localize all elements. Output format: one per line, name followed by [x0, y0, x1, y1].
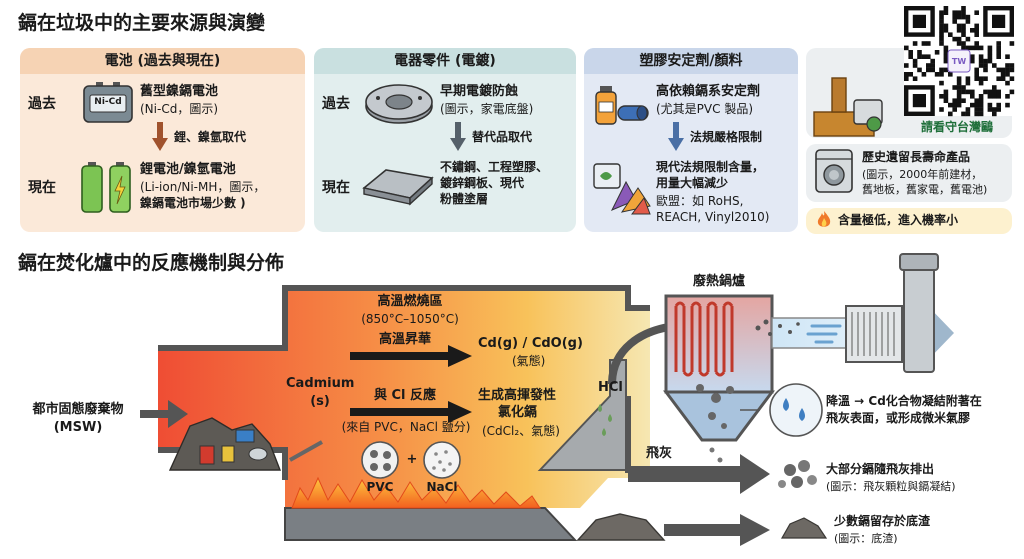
cd-gas-label: Cd(g) / CdO(g): [478, 336, 583, 351]
bottom-title: 鎘在焚化爐中的反應機制與分佈: [18, 252, 285, 274]
legacy-title: 歷史遺留長壽命產品: [862, 150, 971, 164]
legacy-note: 含量極低，進入機率小: [838, 213, 959, 227]
electrical-past-label: 過去: [322, 96, 350, 112]
product-l1: 生成高揮發性: [478, 388, 557, 403]
qr-code-icon: TW: [904, 6, 1015, 117]
cooling-air-icon: [806, 324, 842, 344]
nicd-battery-icon: [83, 82, 133, 123]
bottom-ash-output-icon: [780, 517, 828, 539]
furnace-wall: [158, 285, 650, 351]
legacy-note-box: [806, 208, 1012, 234]
battery-present-title: 鋰電池/鎳氫電池: [140, 162, 236, 177]
plastics-transition: 法規嚴格限制: [690, 130, 763, 144]
electrical-present-l1: 不鏽鋼、工程塑膠、: [440, 160, 549, 174]
hcl-droplets-icon: [598, 404, 612, 436]
chloride-arrow: [350, 401, 472, 423]
fly-ash-particles-icon: [784, 464, 796, 476]
scrubber-unit: [845, 305, 903, 363]
condensation-droplets-icon: [769, 383, 823, 437]
plastics-header: 塑膠安定劑/顏料: [584, 48, 798, 74]
steel-plate-icon: [362, 169, 434, 206]
top-title: 鎘在垃圾中的主要來源與演變: [18, 12, 266, 34]
washing-machine-icon: [815, 149, 853, 193]
battery-header: 電池 (過去與現在): [20, 48, 305, 74]
bottom-ash-pile: [576, 513, 666, 541]
sublimation-label: 高溫昇華: [378, 332, 431, 347]
electrical-transition-arrow-icon: [450, 122, 466, 151]
grate: [284, 507, 578, 541]
plastics-past-sub: (尤其是PVC 製品): [656, 102, 754, 116]
flame-icon: [817, 211, 831, 227]
qr-caption: 請看守台灣鷗: [920, 120, 993, 134]
plastics-present-l2: 用量大幅減少: [656, 176, 729, 190]
electrical-panel: 電器零件 (電鍍): [314, 48, 576, 232]
nacl-label: NaCl: [426, 480, 458, 494]
pvc-particle-icon: [361, 441, 399, 479]
old-floor-materials-icon: [813, 77, 883, 137]
cadmium-label: Cadmium: [286, 376, 355, 391]
zone-title: 高溫燃燒區: [377, 294, 443, 309]
condense-l1: 降溫 → Cd化合物凝結附著在: [826, 394, 982, 408]
sublimation-arrow: [350, 345, 472, 367]
cl-source-label: (來自 PVC，NaCl 鹽分): [341, 420, 471, 434]
cl-reaction-label: 與 Cl 反應: [373, 388, 437, 403]
fly-ash-arrow: [628, 454, 770, 494]
product-l3: (CdCl₂、氣態): [482, 424, 560, 438]
pvc-products-icon: [595, 86, 649, 125]
battery-present-sub1: (Li-ion/Ni-MH，圖示，: [140, 180, 266, 194]
electrical-past-sub: (圖示，家電底盤): [440, 102, 534, 116]
condense-l2: 飛灰表面，或形成微米氣膠: [826, 411, 971, 425]
boiler-label: 廢熱鍋爐: [692, 274, 745, 289]
nicd-tag: Ni-Cd: [94, 97, 122, 107]
plated-chassis-icon: [365, 84, 433, 124]
battery-present-sub2: 鎳鎘電池市場少數 ): [140, 196, 246, 210]
msw-label-2: (MSW): [53, 420, 103, 435]
plastics-past-title: 高依賴鎘系安定劑: [656, 84, 761, 99]
bottom-out-l1: 少數鎘留存於底渣: [834, 514, 931, 528]
fly-out-l1: 大部分鎘隨飛灰排出: [826, 462, 935, 476]
gas-state-label: (氣態): [512, 354, 546, 368]
plastics-present-l3: 歐盟：如 RoHS,: [656, 194, 744, 208]
electrical-present-label: 現在: [322, 180, 350, 196]
zone-temp: (850°C–1050°C): [361, 312, 459, 326]
electrical-past-title: 早期電鍍防蝕: [440, 84, 519, 99]
battery-past-title: 舊型鎳鎘電池: [140, 84, 219, 99]
boiler-hopper: [663, 390, 775, 442]
pvc-label: PVC: [366, 480, 394, 494]
battery-past-label: 過去: [28, 96, 56, 112]
electrical-present-l2: 鍍鋅鋼板、現代: [440, 176, 525, 190]
bottom-out-l2: (圖示：底渣): [834, 532, 898, 545]
hcl-label: HCl: [598, 380, 623, 395]
msw-label-1: 都市固態廢棄物: [32, 402, 124, 417]
battery-present-label: 現在: [28, 180, 56, 196]
waste-heat-boiler: [664, 294, 774, 394]
battery-transition-arrow-icon: [152, 122, 168, 151]
plastics-present-l1: 現代法規限制含量，: [656, 160, 765, 174]
plastics-transition-arrow-icon: [668, 122, 684, 151]
qr-badge-text: TW: [952, 57, 966, 66]
nacl-particle-icon: [423, 441, 461, 479]
furnace-chamber: [158, 288, 650, 508]
battery-transition: 鋰、鎳氫取代: [174, 130, 247, 144]
battery-past-sub: (Ni-Cd，圖示): [140, 102, 219, 116]
legacy-sub1: (圖示，2000年前建材，: [862, 168, 983, 181]
lithium-battery-icon: [81, 162, 131, 213]
boiler-tubes: [674, 306, 734, 372]
fly-ash-label: 飛灰: [646, 446, 673, 461]
product-l2: 氯化鎘: [498, 405, 538, 420]
legacy-sub2: 舊地板，舊家電，舊電池): [862, 183, 988, 196]
plus-sign: +: [406, 452, 418, 467]
msw-feed-arrow: [140, 400, 188, 428]
fly-out-l2: (圖示：飛灰顆粒與鎘凝結): [826, 480, 956, 493]
electrical-transition: 替代品取代: [472, 130, 533, 144]
plastics-present-l4: REACH, Vinyl2010): [656, 210, 770, 224]
electrical-present-l3: 粉體塗層: [440, 192, 489, 206]
cadmium-state: (s): [310, 394, 330, 409]
stack: [903, 267, 935, 373]
pigment-icon: [593, 163, 651, 215]
flames: [291, 476, 541, 509]
electrical-header: 電器零件 (電鍍): [314, 48, 576, 74]
bottom-ash-arrow: [664, 514, 770, 546]
